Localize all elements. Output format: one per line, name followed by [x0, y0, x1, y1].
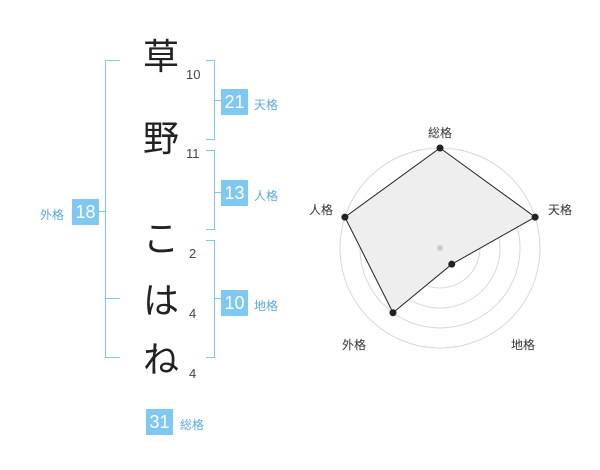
gaikaku-value-box: 18 — [72, 199, 99, 225]
radar-axis-label-gaikaku: 外格 — [342, 338, 367, 352]
jinkaku-bracket — [206, 150, 215, 230]
jinkaku-value-box: 13 — [221, 180, 248, 206]
radar-axis-label-tenkaku: 天格 — [548, 203, 573, 217]
jinkaku-connector — [215, 192, 221, 193]
tenkaku-value-box: 21 — [221, 89, 248, 115]
soukaku-label: 総格 — [180, 418, 205, 432]
name-char-2: 野 — [143, 119, 180, 160]
radar-axis-label-jinkaku: 人格 — [309, 203, 334, 217]
tenkaku-connector — [215, 100, 221, 101]
chikaku-connector — [215, 298, 221, 299]
radar-point-0 — [436, 144, 444, 152]
gaikaku-bracket-tick — [105, 298, 120, 299]
radar-point-2 — [448, 260, 456, 268]
chikaku-label: 地格 — [254, 299, 279, 313]
radar-center-dot — [437, 245, 443, 251]
radar-point-1 — [531, 213, 539, 221]
stroke-count-1: 10 — [186, 67, 201, 82]
name-char-1: 草 — [143, 37, 180, 78]
name-char-5: ね — [143, 340, 180, 381]
jinkaku-label: 人格 — [254, 189, 279, 203]
radar-axis-label-chikaku: 地格 — [511, 338, 536, 352]
stroke-count-5: 4 — [189, 366, 197, 381]
soukaku-value-box: 31 — [146, 409, 173, 435]
tenkaku-label: 天格 — [254, 98, 279, 112]
gaikaku-connector — [99, 211, 105, 212]
stroke-count-2: 11 — [186, 146, 200, 161]
gaikaku-label: 外格 — [40, 208, 65, 222]
stroke-count-3: 2 — [189, 246, 197, 261]
radar-point-4 — [341, 213, 349, 221]
radar-polygon — [344, 147, 537, 314]
gaikaku-bracket — [105, 60, 120, 358]
name-char-3: こ — [143, 219, 180, 260]
radar-axis-label-soukaku: 総格 — [428, 126, 453, 140]
radar-point-3 — [389, 309, 397, 317]
tenkaku-bracket — [206, 60, 215, 140]
name-char-4: は — [143, 281, 180, 322]
stroke-count-4: 4 — [189, 306, 197, 321]
chikaku-bracket — [206, 240, 215, 358]
chikaku-value-box: 10 — [221, 290, 248, 316]
